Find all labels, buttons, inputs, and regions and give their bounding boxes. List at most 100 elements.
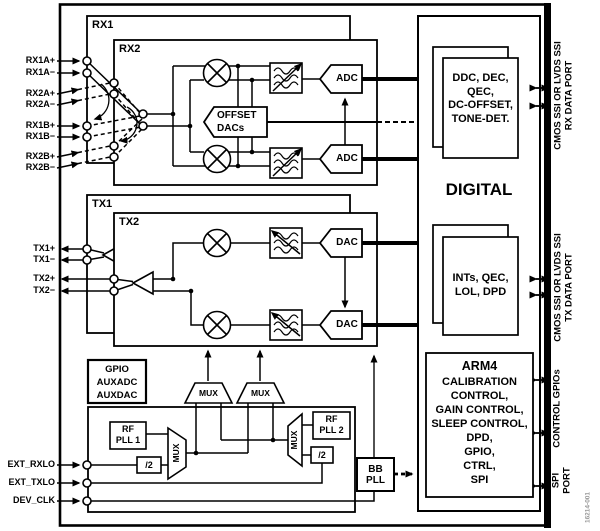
bb-pll-label: BB PLL bbox=[355, 464, 396, 486]
tx-card-line1: INTs, QEC, bbox=[452, 272, 509, 284]
tx-card-line2: LOL, DPD bbox=[454, 285, 507, 298]
spi-port-label: SPI PORT bbox=[550, 451, 573, 511]
offset-dacs-line2: DACs bbox=[217, 123, 245, 134]
rx-card-line3: DC-OFFSET, bbox=[448, 99, 513, 111]
arm-line7: CTRL, bbox=[463, 460, 496, 472]
pin-label-tx1-p: TX1+ bbox=[33, 243, 55, 253]
tx-port-line1: CMOS SSI OR LVDS SSI bbox=[552, 232, 564, 342]
rx-card-front bbox=[442, 57, 519, 159]
pin-label-rx2a-p: RX2A+ bbox=[25, 88, 55, 98]
offset-dacs-label: OFFSET DACs bbox=[217, 109, 256, 135]
filter-icons bbox=[269, 62, 303, 341]
offset-dacs-line1: OFFSET bbox=[217, 110, 257, 121]
tx-filter-2-icon bbox=[269, 309, 303, 341]
tx-mixer-2-icon bbox=[202, 310, 232, 340]
pin-label-rx2b-p: RX2B+ bbox=[25, 151, 55, 161]
rf-pll1-label: RF PLL 1 bbox=[108, 424, 148, 446]
div2-label-1: /2 bbox=[145, 460, 153, 470]
gpio-aux-label: GPIO AUXADC AUXDAC bbox=[89, 363, 145, 402]
tx-card-text: INTs, QEC, LOL, DPD bbox=[444, 272, 517, 299]
rx-mixer-1-icon bbox=[202, 58, 232, 88]
tx-card-front bbox=[442, 236, 519, 336]
tx2-amp-icon bbox=[131, 270, 154, 296]
pin-label-rx1a-n: RX1A− bbox=[25, 67, 55, 77]
link-arrows bbox=[204, 97, 414, 478]
arm-line5: DPD, bbox=[466, 432, 493, 444]
gpio-aux-box bbox=[86, 358, 148, 405]
rf-pll1-line1: RF bbox=[122, 424, 134, 434]
lo-mux1-label: MUX bbox=[199, 388, 218, 398]
pin-label-rx2b-n: RX2B− bbox=[25, 162, 55, 172]
rx2-label: RX2 bbox=[119, 43, 141, 55]
synth-blocks bbox=[109, 382, 395, 492]
pin-label-rx2a-n: RX2A− bbox=[25, 99, 55, 109]
pin-label-ext-txlo: EXT_TXLO bbox=[8, 477, 55, 487]
rx-lo-mux-shape bbox=[167, 426, 187, 481]
pin-label-tx2-p: TX2+ bbox=[33, 273, 55, 283]
rf-pll2-line2: PLL 2 bbox=[319, 425, 344, 435]
rx-card-line4: TONE-DET. bbox=[451, 112, 510, 125]
rf-pll1-box bbox=[109, 421, 147, 450]
rx-card-line1: DDC, DEC, bbox=[452, 72, 509, 84]
arm-title: ARM4 bbox=[461, 359, 498, 373]
dac1-block bbox=[318, 228, 363, 258]
auxadc-line: AUXADC bbox=[96, 377, 138, 388]
arm-line4: SLEEP CONTROL, bbox=[431, 418, 528, 430]
adc2-label: ADC bbox=[336, 153, 358, 164]
digital-title: DIGITAL bbox=[445, 180, 513, 199]
spi-port-line2: PORT bbox=[561, 467, 572, 494]
arm-line6: GPIO, bbox=[464, 446, 495, 458]
converter-blocks bbox=[202, 64, 363, 340]
mixer-icons bbox=[202, 58, 232, 340]
port-stub-arrows bbox=[529, 84, 550, 490]
right-port-bar bbox=[544, 3, 551, 528]
rx-card-text: DDC, DEC, QEC, DC-OFFSET, TONE-DET. bbox=[444, 72, 517, 126]
rf-pll2-label: RF PLL 2 bbox=[311, 414, 352, 436]
switch-arc-arrow-2 bbox=[119, 106, 138, 144]
pin-label-ext-rxlo: EXT_RXLO bbox=[7, 459, 55, 469]
arm-line8: SPI bbox=[470, 474, 489, 486]
pin-label-tx2-n: TX2− bbox=[33, 285, 55, 295]
synth-wires bbox=[87, 403, 375, 502]
offset-dacs-block bbox=[202, 106, 268, 138]
data-bus-lines bbox=[362, 77, 417, 327]
auxdac-line: AUXDAC bbox=[96, 390, 138, 401]
arm-line1: CALIBRATION bbox=[442, 376, 517, 388]
tx2-label: TX2 bbox=[119, 216, 140, 228]
spi-port-line1: SPI bbox=[550, 472, 562, 489]
adc2-block bbox=[318, 144, 363, 174]
rx-port-line2: RX DATA PORT bbox=[563, 60, 574, 130]
bb-pll-box bbox=[356, 457, 395, 492]
arm-line3: GAIN CONTROL, bbox=[435, 404, 524, 416]
rx-filter-1-icon bbox=[269, 62, 303, 94]
tx-mixer-1-icon bbox=[202, 228, 232, 258]
rx1-label: RX1 bbox=[92, 19, 114, 31]
switch-arc-arrow-1 bbox=[93, 83, 110, 121]
div2-label-2: /2 bbox=[318, 450, 326, 460]
rx-card-line2: QEC, bbox=[467, 85, 494, 98]
pin-label-rx1b-n: RX1B− bbox=[25, 131, 55, 141]
arm-box bbox=[425, 352, 534, 498]
adc1-label: ADC bbox=[336, 73, 358, 84]
rx-lo-mux-label: MUX bbox=[171, 443, 181, 463]
lo-mux2-shape bbox=[235, 382, 286, 404]
tx-lo-mux-label: MUX bbox=[289, 430, 299, 450]
arm-line2: CONTROL, bbox=[450, 390, 509, 402]
rf-pll2-box bbox=[312, 411, 351, 440]
lo-mux2-label: MUX bbox=[251, 388, 270, 398]
tx-filter-1-icon bbox=[269, 227, 303, 259]
digital-sub-blocks bbox=[425, 46, 534, 498]
div2-box-2 bbox=[310, 446, 334, 464]
rx-mixer-2-icon bbox=[202, 144, 232, 174]
figure-code: 16214-001 bbox=[584, 491, 592, 524]
bb-pll-line2: PLL bbox=[366, 475, 385, 486]
dac2-label: DAC bbox=[336, 319, 358, 330]
dac1-label: DAC bbox=[336, 237, 358, 248]
dac2-block bbox=[318, 310, 363, 340]
rx-data-port-label: CMOS SSI OR LVDS SSI RX DATA PORT bbox=[553, 20, 575, 170]
tx1-label: TX1 bbox=[92, 198, 113, 210]
div2-box-1 bbox=[136, 456, 162, 474]
adc1-block bbox=[318, 64, 363, 94]
